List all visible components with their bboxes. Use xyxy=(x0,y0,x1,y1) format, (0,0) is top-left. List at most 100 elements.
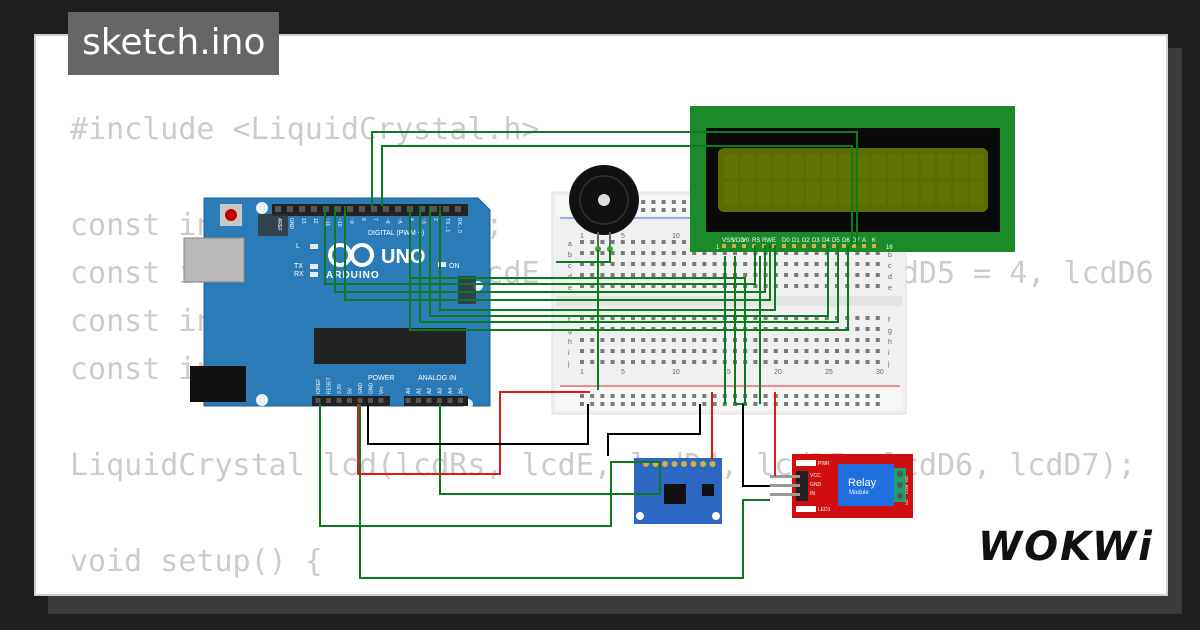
relay-terminal-labels: NO COM NC xyxy=(904,476,909,505)
column-number: 10 xyxy=(672,369,680,376)
wire-misc-4 xyxy=(409,206,746,405)
svg-text:COM: COM xyxy=(904,485,909,494)
wire-gnd xyxy=(367,404,589,445)
digital-pin-label: ~3 xyxy=(420,218,426,224)
power-pin-label: RESET xyxy=(327,377,333,394)
digital-pin-label: ~6 xyxy=(384,218,390,224)
digital-pin-label: GND xyxy=(288,218,294,230)
wire-lcd-rs xyxy=(439,206,776,311)
digital-pin-label: 12 xyxy=(312,218,318,224)
buzzer[interactable] xyxy=(569,165,639,252)
lcd-pin-label: D1 xyxy=(792,238,800,244)
digital-pin-label: 7 xyxy=(372,218,378,221)
power-jack xyxy=(190,366,246,402)
wire-lcd-d6 xyxy=(381,145,853,245)
row-letter: d xyxy=(888,274,892,281)
row-letter: g xyxy=(888,328,892,335)
wire-lcd-d4 xyxy=(419,206,839,323)
row-letter: i xyxy=(568,350,570,357)
relay-title: Relay xyxy=(848,477,877,489)
wire-mpu-gnd xyxy=(607,404,701,456)
relay-pin-vcc: VCC xyxy=(810,473,821,479)
wire-mpu-sda xyxy=(439,404,661,495)
row-letter: f xyxy=(888,317,890,324)
relay-module[interactable]: Relay Module PWR LED1 NO COM NC VCC GND … xyxy=(770,454,913,518)
relay-subtitle: Module xyxy=(849,490,869,496)
reset-button-icon xyxy=(225,209,237,221)
code-line: #include <LiquidCrystal.h> xyxy=(70,112,540,147)
arduino-logo-icon xyxy=(328,243,374,267)
tx-led-label: TX xyxy=(294,263,303,270)
lcd-pin-label: V0 xyxy=(742,238,750,244)
mpu6050-sensor[interactable] xyxy=(634,458,722,524)
lcd-pin-label: D5 xyxy=(832,238,840,244)
on-label: ON xyxy=(449,263,460,270)
column-number: 1 xyxy=(580,233,584,240)
digital-pin-label: ~10 xyxy=(336,218,342,227)
row-letter: h xyxy=(568,339,572,346)
arduino-uno[interactable]: UNO ARDUINO DIGITAL (PWM ~) POWER ANALOG… xyxy=(183,197,491,409)
microcontroller-chip xyxy=(314,328,466,364)
relay-led-label: LED1 xyxy=(818,507,831,513)
row-letter: j xyxy=(887,361,890,368)
row-letter: h xyxy=(888,339,892,346)
svg-text:NC: NC xyxy=(904,499,909,505)
row-letter: e xyxy=(568,285,572,292)
svg-text:NO: NO xyxy=(904,476,909,482)
lcd-pin-label: D6 xyxy=(842,238,850,244)
lcd-pin-label: RW xyxy=(762,238,772,244)
lcd-pin-label: E xyxy=(772,238,776,244)
wire-misc-1 xyxy=(344,206,771,301)
wire-misc-3 xyxy=(324,206,756,285)
row-letter: b xyxy=(888,252,892,259)
wire-lcd-e xyxy=(429,206,829,317)
l-led-label: L xyxy=(296,243,300,250)
power-pin-label: A5 xyxy=(459,388,465,394)
digital-label: DIGITAL (PWM ~) xyxy=(368,230,424,237)
analog-label: ANALOG IN xyxy=(418,375,456,382)
digital-pin-label: 8 xyxy=(360,218,366,221)
digital-pin-label: AREF xyxy=(276,218,282,231)
digital-pin-label: ~5 xyxy=(396,218,402,224)
digital-pin-label: 2 xyxy=(432,218,438,221)
arduino-brand: ARDUINO xyxy=(326,270,380,281)
digital-pin-label: 13 xyxy=(300,218,306,224)
wire-buzzer-link xyxy=(556,250,611,263)
row-letter: g xyxy=(568,328,572,335)
lcd-pin-label: D2 xyxy=(802,238,810,244)
wire-relay-gnd xyxy=(742,404,770,487)
row-letter: c xyxy=(568,263,572,270)
column-number: 5 xyxy=(621,233,625,240)
rx-led-label: RX xyxy=(294,271,304,278)
wokwi-logo[interactable]: WOKWi xyxy=(978,524,1154,570)
row-letter: e xyxy=(888,285,892,292)
row-letter: b xyxy=(568,252,572,259)
digital-pin-label: ~9 xyxy=(348,218,354,224)
row-letter: j xyxy=(567,361,570,368)
power-pin-label: A1 xyxy=(417,388,423,394)
digital-pin-label: RX←0 xyxy=(456,218,462,233)
power-pin-label: 5V xyxy=(348,387,354,394)
analog-header xyxy=(404,396,468,406)
wire-5v xyxy=(357,391,590,475)
column-number: 20 xyxy=(774,369,782,376)
power-pin-label: GND xyxy=(369,383,375,395)
lcd-character-cells xyxy=(724,154,984,205)
code-line: void setup() { xyxy=(70,544,323,579)
column-number: 5 xyxy=(621,369,625,376)
lcd-pin-first: 1 xyxy=(716,245,720,251)
wire-mpu-scl xyxy=(319,404,660,527)
file-tab[interactable]: sketch.ino xyxy=(68,12,280,75)
relay-pin-gnd: GND xyxy=(810,482,822,488)
lcd-pin-label: RS xyxy=(752,238,760,244)
wire-lcd-d7 xyxy=(371,131,858,245)
digital-pin-label: TX→1 xyxy=(444,218,450,232)
power-pin-label: 3.3V xyxy=(337,383,343,394)
lcd-pin-label: D0 xyxy=(782,238,790,244)
power-pin-label: A4 xyxy=(448,388,454,394)
power-pin-label: A3 xyxy=(438,388,444,394)
lcd-pin-label: D3 xyxy=(812,238,820,244)
